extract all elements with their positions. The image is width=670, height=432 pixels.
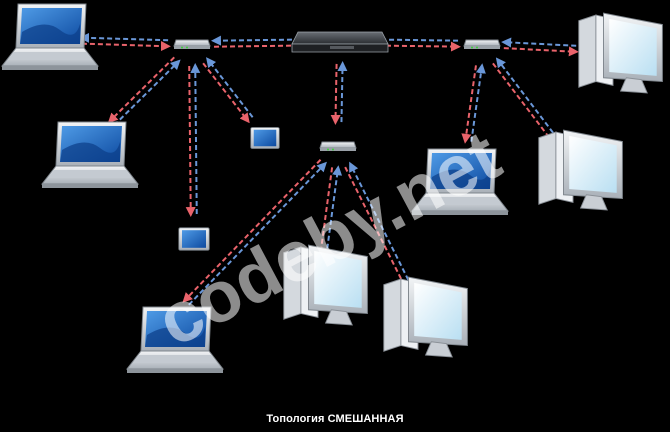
link-hub-center-desktop-bottom-right (344, 161, 413, 293)
link-arrow-red (330, 63, 341, 125)
link-arrow-red (185, 66, 196, 218)
link-arrow-red (107, 56, 175, 124)
switch-main-switch-icon (291, 31, 389, 53)
link-hub-left-tablet-top (202, 57, 254, 124)
link-arrow-red (202, 62, 250, 124)
link-arrow-red (81, 41, 171, 52)
link-arrow-red (503, 46, 579, 57)
laptop-top-left-laptop-icon (1, 3, 99, 71)
tablet-bottom-tablet-icon (178, 227, 210, 251)
link-hub-right-laptop-right (461, 63, 486, 144)
desktop-right-mid-desktop-icon (538, 129, 623, 211)
link-arrow-red (214, 40, 320, 51)
hub-left-hub-icon (173, 39, 211, 50)
desktop-top-right-desktop-icon (578, 12, 663, 94)
link-arrow-blue (206, 57, 254, 118)
link-hub-right-desktop-right-mid (492, 57, 559, 146)
link-arrow-blue (501, 37, 577, 48)
link-hub-center-desktop-bottom-center (316, 165, 343, 259)
hub-center-hub-icon (319, 141, 357, 152)
laptop-mid-left-laptop-icon (41, 121, 139, 189)
link-arrow-blue (495, 57, 559, 140)
tablet-top-tablet-icon (250, 127, 280, 149)
link-hub-left-tablet-bottom (185, 62, 201, 218)
link-arrow-blue (188, 161, 327, 306)
link-hub-right-desktop-top-right (501, 37, 579, 57)
link-hub-center-laptop-bottom-center (182, 159, 327, 306)
link-arrow-blue (113, 59, 181, 126)
link-switch-main-hub-center (330, 61, 348, 125)
link-arrow-red (492, 62, 555, 146)
link-arrow-blue (337, 61, 348, 123)
link-hub-left-laptop-mid-left (107, 56, 181, 126)
link-arrow-blue (325, 165, 343, 257)
link-laptop-top-left-hub-left (79, 32, 171, 52)
desktop-bottom-right-desktop-icon (383, 276, 468, 358)
link-arrow-red (344, 166, 408, 293)
link-arrow-blue (349, 161, 413, 288)
devices-layer (1, 3, 663, 374)
links-layer (79, 32, 579, 306)
link-arrow-blue (470, 63, 486, 142)
link-arrow-blue (79, 32, 169, 43)
link-arrow-red (461, 65, 477, 144)
link-arrow-red (316, 167, 334, 259)
hub-right-hub-icon (463, 39, 501, 50)
link-arrow-red (182, 159, 322, 303)
diagram-caption: Топология СМЕШАННАЯ (266, 413, 404, 425)
link-arrow-blue (190, 62, 201, 214)
